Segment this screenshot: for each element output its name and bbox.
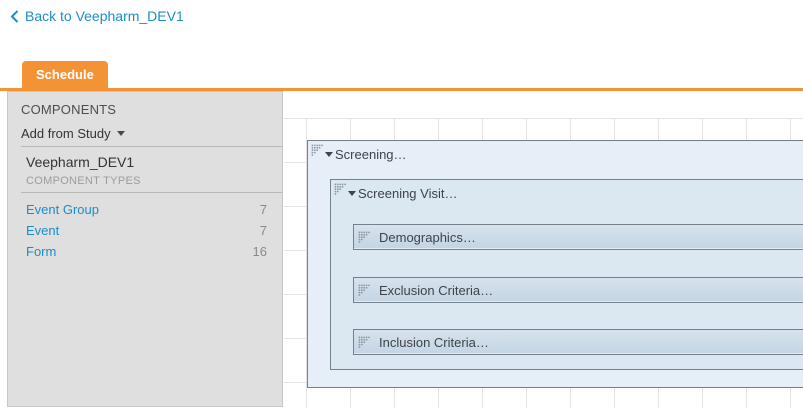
tab-underline	[0, 88, 803, 91]
tab-schedule-label: Schedule	[36, 67, 94, 82]
schedule-canvas[interactable]: Screening…	[284, 91, 803, 408]
add-from-study-label: Add from Study	[21, 126, 111, 141]
component-type-form[interactable]: Form 16	[8, 241, 282, 262]
drag-handle-icon[interactable]	[358, 284, 371, 297]
drag-handle-icon[interactable]	[311, 144, 324, 157]
form-label: Inclusion Criteria…	[379, 334, 489, 350]
component-type-count: 16	[252, 244, 267, 259]
event-header[interactable]: Screening Visit…	[331, 180, 803, 202]
component-types-label: COMPONENT TYPES	[26, 175, 141, 187]
event-group-label: Screening…	[335, 147, 407, 162]
form-label: Exclusion Criteria…	[379, 282, 494, 298]
divider	[21, 146, 282, 147]
form-bar-demographics[interactable]: Demographics…	[353, 224, 803, 250]
divider	[21, 192, 282, 193]
tab-schedule[interactable]: Schedule	[22, 61, 108, 88]
component-type-event-group[interactable]: Event Group 7	[8, 199, 282, 220]
form-label: Demographics…	[379, 229, 476, 245]
back-link[interactable]: Back to Veepharm_DEV1	[10, 8, 184, 24]
add-from-study-dropdown[interactable]: Add from Study	[21, 126, 125, 141]
collapse-caret-icon[interactable]	[325, 152, 333, 157]
form-bar-exclusion-criteria[interactable]: Exclusion Criteria…	[353, 277, 803, 303]
back-link-label: Back to Veepharm_DEV1	[25, 8, 184, 24]
event-label: Screening Visit…	[358, 186, 458, 201]
component-type-label: Event	[26, 223, 60, 238]
drag-handle-icon[interactable]	[358, 231, 371, 244]
event-group-box-screening[interactable]: Screening…	[307, 140, 803, 388]
component-type-count: 7	[259, 223, 267, 238]
caret-down-icon	[116, 131, 125, 136]
event-group-header[interactable]: Screening…	[308, 141, 803, 163]
component-type-label: Event Group	[26, 202, 99, 217]
component-type-count: 7	[259, 202, 267, 217]
drag-handle-icon[interactable]	[334, 183, 347, 196]
event-box-screening-visit[interactable]: Screening Visit… Demographic	[330, 179, 803, 370]
components-panel-title: COMPONENTS	[21, 102, 117, 117]
drag-handle-icon[interactable]	[358, 336, 371, 349]
component-type-label: Form	[26, 244, 57, 259]
component-type-list: Event Group 7 Event 7 Form 16	[8, 199, 282, 262]
collapse-caret-icon[interactable]	[348, 191, 356, 196]
chevron-left-icon	[10, 9, 19, 23]
form-bar-inclusion-criteria[interactable]: Inclusion Criteria…	[353, 329, 803, 355]
components-panel: COMPONENTS Add from Study Veepharm_DEV1 …	[7, 91, 283, 407]
component-type-event[interactable]: Event 7	[8, 220, 282, 241]
study-name: Veepharm_DEV1	[26, 154, 135, 170]
